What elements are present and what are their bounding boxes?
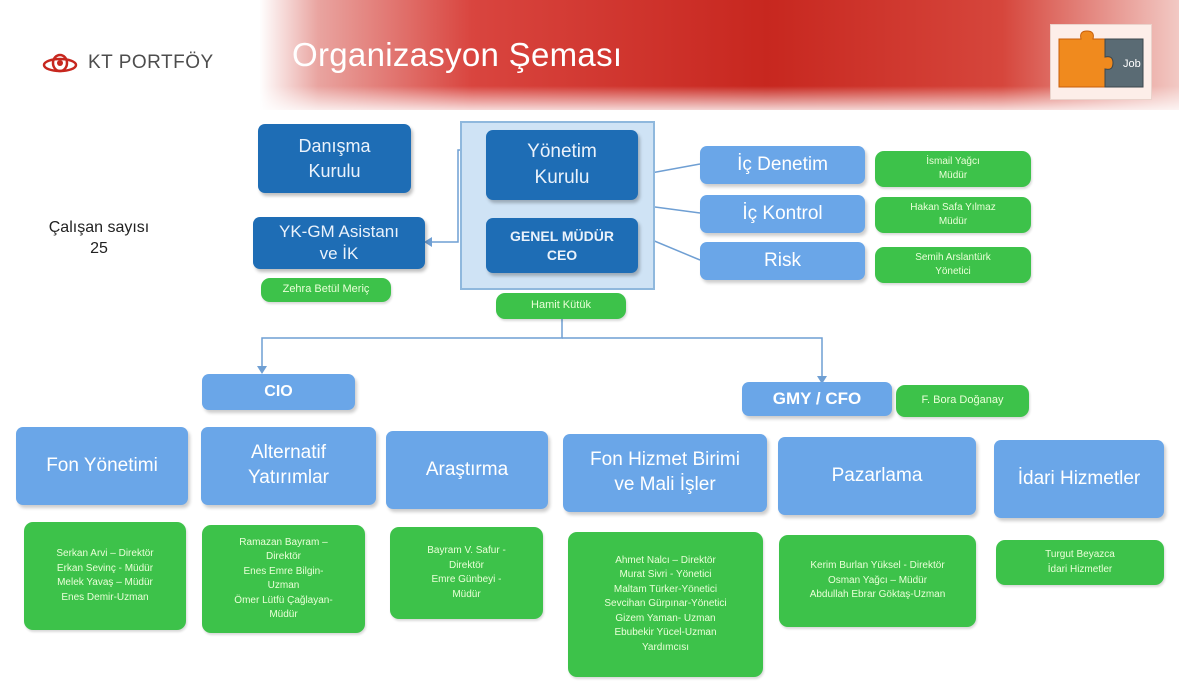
dept-idari-hizmetler: İdari Hizmetler	[994, 440, 1164, 518]
dept-label: Fon Yönetimi	[46, 454, 158, 476]
cfo-label: GMY / CFO	[772, 388, 862, 408]
yonetim-label: Yönetim Kurulu	[527, 141, 597, 188]
risk-label: Risk	[764, 249, 801, 271]
ic-kontrol-label: İç Kontrol	[742, 202, 823, 224]
risk-person-text: Semih Arslantürk Yönetici	[915, 251, 991, 278]
dept-staff-fon-hizmet-birimi: Ahmet Nalcı – Direktör Murat Sivri - Yön…	[568, 532, 763, 677]
staff-count-label: Çalışan sayısı 25	[34, 218, 164, 260]
cio-label: CIO	[264, 382, 293, 400]
logo-emblem-icon	[42, 53, 78, 73]
box-yk-gm-asistani: YK-GM Asistanı ve İK	[253, 217, 425, 269]
dept-label: Alternatif Yatırımlar	[248, 442, 329, 488]
header-banner-fade	[0, 86, 1179, 116]
box-risk: Risk	[700, 242, 865, 280]
box-ic-denetim: İç Denetim	[700, 146, 865, 184]
page-title: Organizasyon Şeması	[292, 36, 623, 73]
box-cio: CIO	[202, 374, 355, 410]
risk-person: Semih Arslantürk Yönetici	[875, 247, 1031, 283]
dept-label: İdari Hizmetler	[1017, 467, 1141, 489]
dept-staff-idari-hizmetler: Turgut Beyazca İdari Hizmetler	[996, 540, 1164, 585]
connector-ceo-cfo	[562, 337, 823, 380]
dept-staff-pazarlama: Kerim Burlan Yüksel - Direktör Osman Yağ…	[779, 535, 976, 627]
ceo-name: Hamit Kütük	[531, 299, 591, 312]
danisma-label: Danışma Kurulu	[298, 136, 371, 181]
box-ic-kontrol: İç Kontrol	[700, 195, 865, 233]
dept-label: Pazarlama	[831, 464, 923, 486]
dept-staff: Turgut Beyazca İdari Hizmetler	[1045, 549, 1115, 575]
ic-kontrol-person-text: Hakan Safa Yılmaz Müdür	[910, 201, 996, 228]
puzzle-text: Job	[1123, 58, 1141, 70]
ic-denetim-person-text: İsmail Yağcı Müdür	[926, 155, 980, 182]
dept-staff: Ramazan Bayram – Direktör Enes Emre Bilg…	[234, 536, 333, 621]
asistan-label: YK-GM Asistanı ve İK	[279, 221, 399, 263]
asistan-name: Zehra Betül Meriç	[282, 283, 370, 296]
dept-staff-fon-yonetimi: Serkan Arvi – Direktör Erkan Sevinç - Mü…	[24, 522, 186, 630]
staff-label: Çalışan sayısı	[48, 219, 150, 236]
puzzle-icon: Job	[1058, 30, 1144, 88]
dept-staff: Serkan Arvi – Direktör Erkan Sevinç - Mü…	[56, 548, 154, 603]
dept-staff: Kerim Burlan Yüksel - Direktör Osman Yağ…	[809, 560, 946, 601]
logo-text: KT PORTFÖY	[88, 52, 214, 73]
box-yonetim-kurulu: Yönetim Kurulu	[486, 130, 638, 200]
dept-staff-arastirma: Bayram V. Safur - Direktör Emre Günbeyi …	[390, 527, 543, 619]
ic-denetim-person: İsmail Yağcı Müdür	[875, 151, 1031, 187]
cfo-person: F. Bora Doğanay	[896, 385, 1029, 417]
dept-pazarlama: Pazarlama	[778, 437, 976, 515]
dept-fon-hizmet-birimi: Fon Hizmet Birimi ve Mali İşler	[563, 434, 767, 512]
dept-label: Fon Hizmet Birimi ve Mali İşler	[590, 449, 740, 495]
dept-arastirma: Araştırma	[386, 431, 548, 509]
ic-denetim-label: İç Denetim	[737, 153, 828, 175]
dept-fon-yonetimi: Fon Yönetimi	[16, 427, 188, 505]
cfo-person-text: F. Bora Doğanay	[921, 394, 1004, 407]
genel-mudur-label: GENEL MÜDÜR CEO	[510, 227, 614, 263]
dept-label: Araştırma	[425, 458, 509, 480]
dept-alternatif-yatirimlar: Alternatif Yatırımlar	[201, 427, 376, 505]
puzzle-job-logo: Job	[1050, 24, 1152, 100]
ceo-name-badge: Hamit Kütük	[496, 293, 626, 319]
dept-staff-alternatif-yatirimlar: Ramazan Bayram – Direktör Enes Emre Bilg…	[202, 525, 365, 633]
dept-staff: Ahmet Nalcı – Direktör Murat Sivri - Yön…	[604, 554, 727, 653]
ic-kontrol-person: Hakan Safa Yılmaz Müdür	[875, 197, 1031, 233]
box-genel-mudur: GENEL MÜDÜR CEO	[486, 218, 638, 273]
asistan-name-badge: Zehra Betül Meriç	[261, 278, 391, 302]
connector-ceo-cio	[261, 305, 563, 370]
kt-portfoy-logo: KT PORTFÖY	[40, 52, 214, 74]
staff-count: 25	[90, 239, 108, 257]
dept-staff: Bayram V. Safur - Direktör Emre Günbeyi …	[427, 545, 506, 600]
box-danisma-kurulu: Danışma Kurulu	[258, 124, 411, 193]
box-cfo: GMY / CFO	[742, 382, 892, 416]
